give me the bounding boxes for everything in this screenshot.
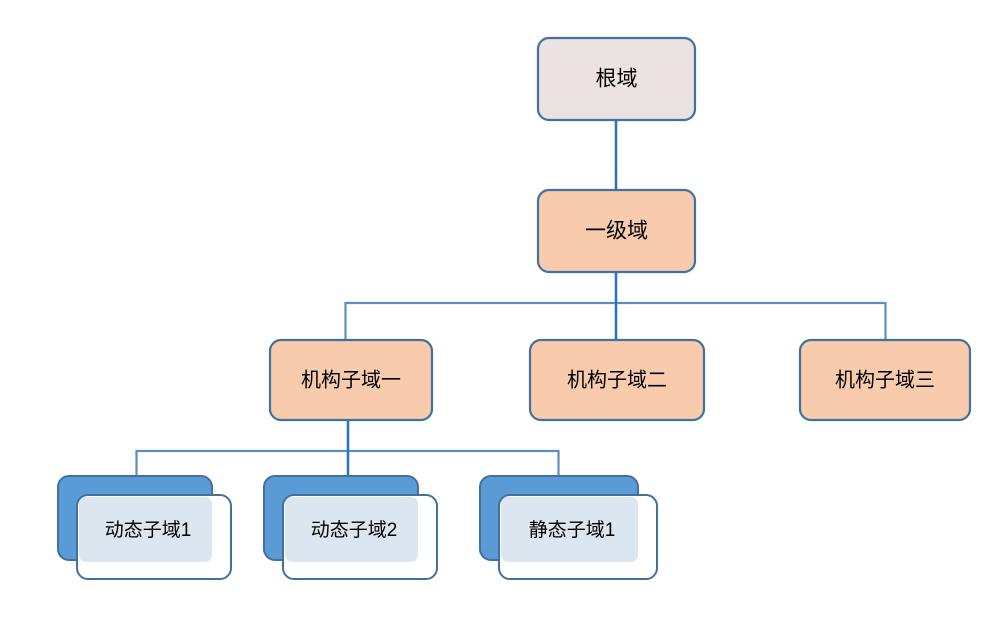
node-org-subdomain-1[interactable]: 机构子域一 <box>268 338 434 422</box>
node-zone-card-1-label: 动态子域1 <box>105 519 192 541</box>
node-first-level-domain-box <box>536 188 697 274</box>
node-org-subdomain-2-label: 机构子域二 <box>567 368 667 391</box>
node-first-level-domain-label: 一级域 <box>585 220 648 243</box>
node-org-subdomain-2[interactable]: 机构子域二 <box>528 338 706 422</box>
node-zone-card-2-inner-panel <box>285 497 418 562</box>
node-org-subdomain-1-label: 机构子域一 <box>301 368 401 391</box>
node-org-subdomain-3[interactable]: 机构子域三 <box>798 338 972 422</box>
node-org-subdomain-1-box <box>268 338 434 422</box>
node-org-subdomain-3-box <box>798 338 972 422</box>
node-org-subdomain-2-box <box>528 338 706 422</box>
node-root-domain[interactable]: 根域 <box>536 36 697 122</box>
connector-layer <box>135 120 887 479</box>
node-zone-card-1-inner-panel <box>79 497 212 562</box>
node-zone-card-2-label: 动态子域2 <box>311 519 398 541</box>
node-org-subdomain-3-label: 机构子域三 <box>835 368 935 391</box>
node-root-domain-box <box>536 36 697 122</box>
node-zone-card-1[interactable]: 动态子域1 <box>57 475 232 580</box>
node-zone-card-2[interactable]: 动态子域2 <box>263 475 438 580</box>
node-zone-card-3[interactable]: 静态子域1 <box>479 475 658 580</box>
node-root-domain-label: 根域 <box>596 68 638 91</box>
node-zone-card-3-inner-panel <box>501 497 638 562</box>
node-zone-card-3-label: 静态子域1 <box>529 519 616 541</box>
node-first-level-domain[interactable]: 一级域 <box>536 188 697 274</box>
